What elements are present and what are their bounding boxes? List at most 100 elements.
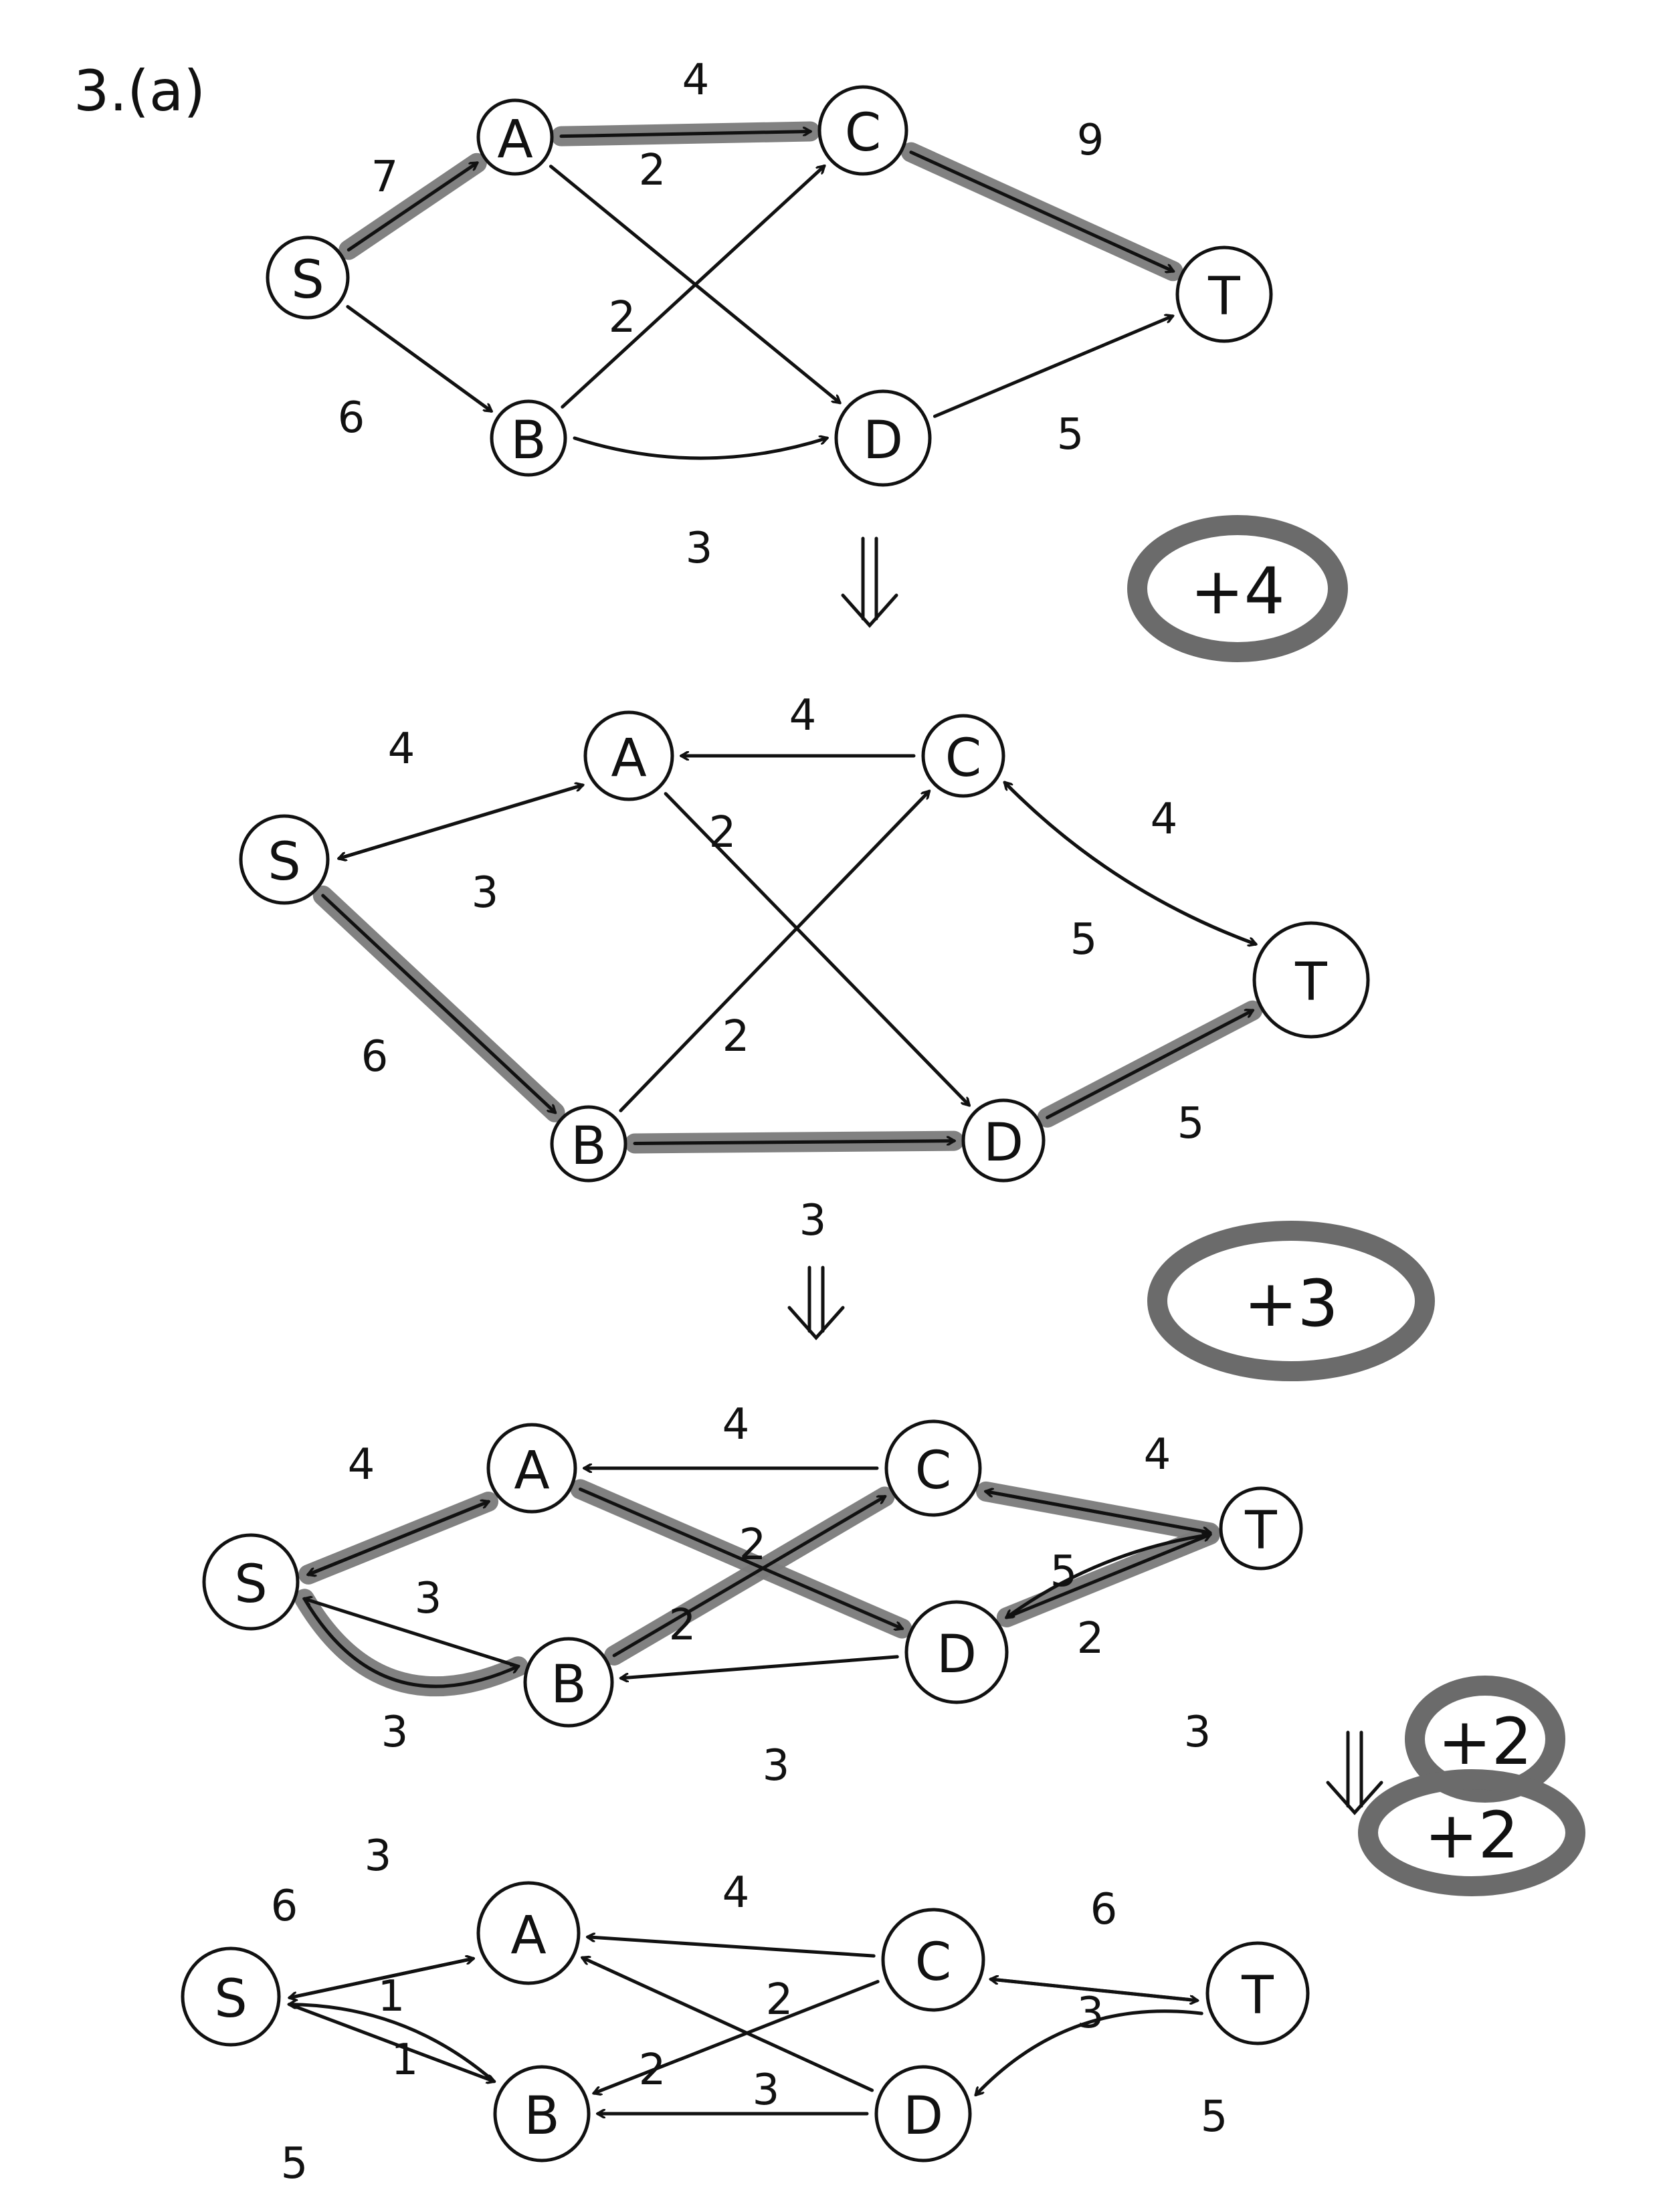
edge-weight-C-A: 4 <box>722 1868 750 1918</box>
node-circle <box>239 814 330 905</box>
edge-weight-C-T: 3 <box>1077 1989 1104 2038</box>
node-circle <box>476 1881 581 1985</box>
badge-ring <box>1127 515 1348 662</box>
node-S: S <box>202 1533 300 1631</box>
edge-weight-T-D: 5 <box>1201 2092 1228 2142</box>
node-circle <box>476 98 554 176</box>
node-label: B <box>524 2086 560 2146</box>
edge-weight-S-B: 1 <box>391 2035 419 2085</box>
badge-value: +3 <box>1244 1266 1339 1341</box>
augmenting-path-highlights <box>338 121 1183 282</box>
edge-weight-T-C: 4 <box>1144 1430 1171 1480</box>
node-S: S <box>266 235 350 320</box>
node-label: T <box>1294 952 1327 1013</box>
edge-weight-D-A: 2 <box>766 1975 793 2025</box>
badge-value: +4 <box>1190 554 1285 629</box>
edge-C-B <box>594 1980 880 2094</box>
node-circle <box>1175 245 1273 343</box>
node-label: A <box>611 728 646 789</box>
node-A: A <box>583 710 674 801</box>
edge-S-B <box>346 305 491 411</box>
edge-weight-D-B: 3 <box>763 1741 790 1791</box>
node-B: B <box>490 399 567 477</box>
implies-arrow <box>1326 1730 1383 1815</box>
edge-weight-A-D: 2 <box>709 808 737 858</box>
edge-weight-A-C: 4 <box>682 56 710 105</box>
node-label: S <box>234 1554 268 1615</box>
node-label: A <box>510 1906 546 1966</box>
node-circle <box>493 2065 591 2163</box>
edge-B-C <box>619 791 929 1112</box>
node-label: T <box>1241 1966 1274 2026</box>
edges <box>346 132 1173 460</box>
node-label: T <box>1207 267 1240 327</box>
nodes: S A C T B D <box>266 85 1273 487</box>
node-T: T <box>1252 921 1370 1039</box>
badge-value: +2 <box>1438 1704 1533 1779</box>
badge-value: +2 <box>1424 1798 1519 1873</box>
node-circle <box>486 1423 577 1514</box>
node-C: C <box>884 1419 982 1517</box>
node-B: B <box>493 2065 591 2163</box>
edge-T-D <box>1007 1532 1212 1617</box>
node-D: D <box>834 389 932 487</box>
edge-weight-A-D: 2 <box>739 1520 767 1570</box>
edge-weight-C-B: 2 <box>639 2045 666 2095</box>
node-label: B <box>551 1655 587 1715</box>
node-S: S <box>239 814 330 905</box>
edge-T-C <box>1005 783 1258 946</box>
node-A: A <box>476 98 554 176</box>
node-T: T <box>1205 1941 1310 2045</box>
edge-C-T <box>989 1977 1197 2001</box>
node-label: T <box>1244 1501 1277 1561</box>
edge-D-T <box>1005 1534 1210 1619</box>
node-C: C <box>817 85 908 176</box>
edge-weight-A-S: 4 <box>348 1440 375 1490</box>
node-circle <box>583 710 674 801</box>
node-label: S <box>214 1969 248 2029</box>
edge-weight-S-A: 3 <box>415 1574 442 1623</box>
step-arrows <box>787 536 1383 1815</box>
node-T: T <box>1219 1486 1303 1571</box>
implies-arrow <box>787 1266 845 1340</box>
node-D: D <box>961 1098 1046 1183</box>
augmenting-path-highlights <box>312 885 1263 1154</box>
node-D: D <box>904 1600 1009 1704</box>
node-circle <box>202 1533 300 1631</box>
edge-S-A <box>337 785 583 860</box>
node-circle <box>817 85 908 176</box>
edge-weight-C-T: 5 <box>1070 915 1098 965</box>
edge-S-B <box>288 2003 494 2082</box>
node-A: A <box>476 1881 581 1985</box>
edge-D-A <box>583 1958 874 2092</box>
node-label: D <box>863 411 903 471</box>
edge-weight-S-B: 6 <box>338 393 365 443</box>
node-circle <box>1252 921 1370 1039</box>
node-circle <box>961 1098 1046 1183</box>
edge-weight-C-A: 4 <box>789 691 817 740</box>
augment-badge: +2 <box>1358 1769 1585 1896</box>
edge-weight-C-T: 9 <box>1077 116 1104 165</box>
edge-A-C <box>559 132 810 138</box>
node-circle <box>490 399 567 477</box>
edge-weight-B-D: 3 <box>799 1196 827 1245</box>
node-label: A <box>514 1441 549 1501</box>
augment-badge: +3 <box>1147 1221 1435 1381</box>
node-label: C <box>945 728 981 789</box>
edges <box>288 1937 1203 2114</box>
node-label: D <box>937 1625 977 1685</box>
edge-C-T <box>909 150 1173 272</box>
edge-weight-A-S: 6 <box>271 1882 298 1931</box>
node-label: C <box>915 1932 951 1993</box>
node-C: C <box>881 1908 985 2012</box>
edge-S-A <box>347 163 477 252</box>
node-label: B <box>571 1116 607 1177</box>
augment-badges: +4 +3 +2 +2 <box>1127 515 1585 1896</box>
edge-weight-C-A: 4 <box>722 1400 750 1449</box>
edges <box>304 1468 1212 1688</box>
